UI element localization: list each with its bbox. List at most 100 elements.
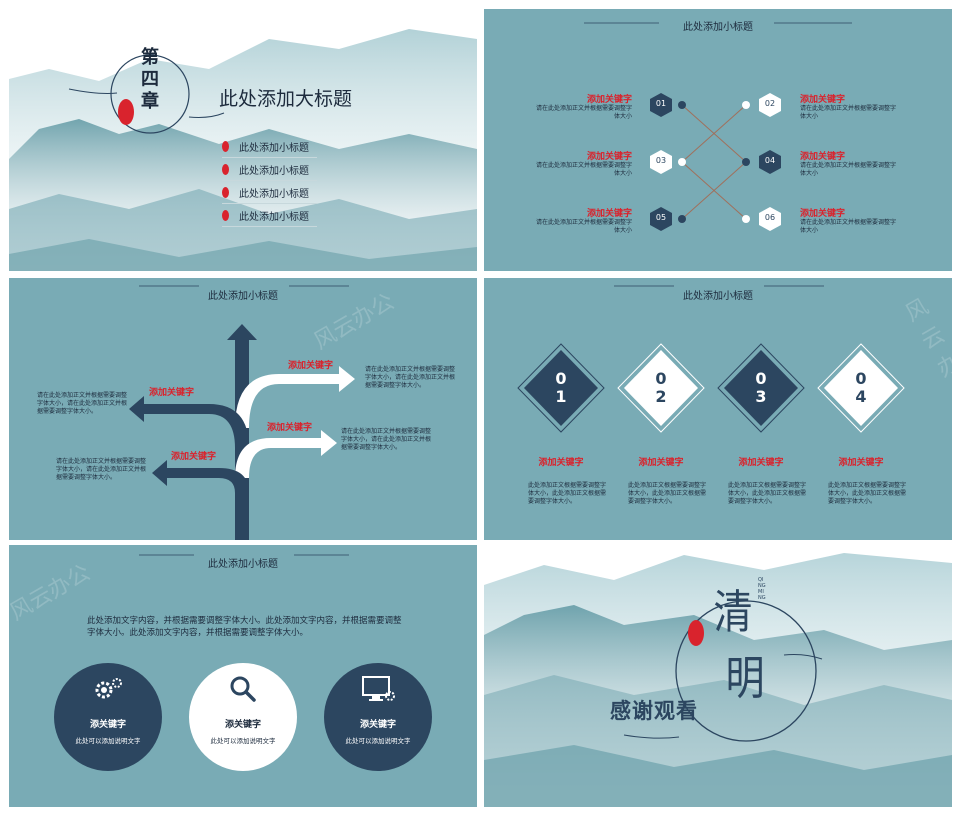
slide-subtitle: 此处添加小标题 <box>683 291 753 302</box>
slide-chapter-cover: 第 四 章 此处添加大标题 此处添加小标题 此处添加小标题 此处添加小标题 此处… <box>9 9 477 271</box>
circle-description: 此处可以添加说明文字 <box>345 737 411 745</box>
chapter-subtitle-list: 此处添加小标题 此处添加小标题 此处添加小标题 此处添加小标题 <box>222 135 317 227</box>
seal-icon <box>222 140 229 152</box>
keyword-label: 添加关键字 <box>586 152 632 162</box>
chapter-title: 此处添加大标题 <box>219 88 353 110</box>
list-item: 此处添加小标题 <box>222 135 317 158</box>
item-description: 此处添加正文根据需要调整字体大小，此处添加正文根据需要调整字体大小。 <box>528 482 607 505</box>
slide-thank-you: 清 明 QING MING 感谢观看 <box>484 545 952 807</box>
chapter-char: 章 <box>141 91 159 112</box>
item-description: 请在此处添加正文并根据需要调整字体大小 <box>535 105 632 120</box>
body-paragraph: 此处添加文字内容，并根据需要调整字体大小。此处添加文字内容，并根据需要调整字体大… <box>87 616 402 638</box>
hexagon-number: 03 <box>655 156 667 165</box>
circle-description: 此处可以添加说明文字 <box>75 737 141 745</box>
hexagon-number: 05 <box>655 213 667 222</box>
keyword-label: 添加关键字 <box>171 452 217 462</box>
slide-hexagon-list: 此处添加小标题 01 02 03 04 05 06 添加关键字 请在此处添加正文… <box>484 9 952 271</box>
seal-icon <box>222 186 229 198</box>
signpost-arrows <box>129 285 355 540</box>
list-item: 添加关键字 请在此处添加正文并根据需要调整字体大小 <box>534 206 632 235</box>
item-description: 请在此处添加正文并根据需要调整字体大小 <box>535 219 632 234</box>
slide-subtitle: 此处添加小标题 <box>208 559 278 570</box>
keyword-label: 添加关键字 <box>800 152 846 162</box>
digit: 1 <box>555 387 567 406</box>
list-item: 添加关键字 请在此处添加正文并根据需要调整字体大小 <box>534 149 632 178</box>
item-description: 此处添加正文根据需要调整字体大小，此处添加正文根据需要调整字体大小。 <box>828 482 907 505</box>
list-item: 添加关键字 请在此处添加正文并根据需要调整字体大小 <box>800 92 900 121</box>
seal-icon <box>222 209 229 221</box>
subtitle-item-label: 此处添加小标题 <box>239 188 309 200</box>
diamond-diagram <box>517 285 905 433</box>
subtitle-item-label: 此处添加小标题 <box>239 211 309 223</box>
chapter-char: 第 <box>141 47 159 68</box>
monitor-icon <box>362 676 396 704</box>
list-item: 添加关键字 请在此处添加正文并根据需要调整字体大小 <box>534 92 632 121</box>
item-description: 请在此处添加正文并根据需要调整字体大小 <box>800 219 897 234</box>
circle-description: 此处可以添加说明文字 <box>210 737 276 745</box>
thank-you-title: 感谢观看 <box>610 699 698 723</box>
digit: 0 <box>755 369 767 388</box>
ink-mountains-background <box>9 29 477 271</box>
ink-mountains-background <box>484 553 952 807</box>
slide-signpost: 风云办公 此处添加小标题 添加关键字 请在此处添加正文并根据需要调整字体大小，请… <box>9 278 477 540</box>
keyword-label: 添加关键字 <box>638 458 684 468</box>
item-description: 此处添加正文根据需要调整字体大小，此处添加正文根据需要调整字体大小。 <box>728 482 807 505</box>
hexagon-number: 04 <box>764 156 776 165</box>
list-item: 此处添加小标题 <box>222 158 317 181</box>
subtitle-item-label: 此处添加小标题 <box>239 142 309 154</box>
gears-icon <box>93 676 125 702</box>
list-item: 添加关键字 请在此处添加正文并根据需要调整字体大小 <box>800 149 900 178</box>
list-item: 添加关键字 请在此处添加正文并根据需要调整字体大小 <box>800 206 900 235</box>
circle-keyword: 添关键字 <box>224 720 261 730</box>
branch-description: 请在此处添加正文并根据需要调整字体大小，请在此处添加正文并根据需要调整字体大小。 <box>365 366 456 389</box>
digit: 0 <box>555 369 567 388</box>
keyword-label: 添加关键字 <box>267 423 313 433</box>
keyword-label: 添加关键字 <box>288 361 334 371</box>
list-item: 此处添加小标题 <box>222 204 317 227</box>
keyword-label: 添加关键字 <box>586 95 632 105</box>
item-description: 此处添加正文根据需要调整字体大小，此处添加正文根据需要调整字体大小。 <box>628 482 707 505</box>
seal-icon <box>222 163 229 175</box>
keyword-label: 添加关键字 <box>538 458 584 468</box>
slide-subtitle: 此处添加小标题 <box>683 22 753 33</box>
branch-description: 请在此处添加正文并根据需要调整字体大小，请在此处添加正文并根据需要调整字体大小。 <box>56 458 147 481</box>
circle-shapes <box>54 554 432 771</box>
calligraphy-ming: 明 <box>725 651 765 705</box>
keyword-label: 添加关键字 <box>738 458 784 468</box>
keyword-label: 添加关键字 <box>800 95 846 105</box>
keyword-label: 添加关键字 <box>149 388 195 398</box>
hexagon-number: 01 <box>655 99 667 108</box>
circle-keyword: 添关键字 <box>89 720 126 730</box>
slide-three-circles: 风云办公 此处添加小标题 此处添加文字内容，并根据需要调整字体大小。此处添加文字… <box>9 545 477 807</box>
chapter-char: 四 <box>141 69 159 90</box>
digit: 0 <box>655 369 667 388</box>
keyword-label: 添加关键字 <box>838 458 884 468</box>
slide-subtitle: 此处添加小标题 <box>208 291 278 302</box>
pinyin-label: QING MING <box>758 577 766 601</box>
branch-description: 请在此处添加正文并根据需要调整字体大小，请在此处添加正文并根据需要调整字体大小。 <box>341 428 432 451</box>
digit: 4 <box>855 387 867 406</box>
hexagon-diagram <box>584 22 852 231</box>
branch-description: 请在此处添加正文并根据需要调整字体大小，请在此处添加正文并根据需要调整字体大小。 <box>37 392 128 415</box>
chapter-label: 第 四 章 <box>138 47 162 113</box>
item-description: 请在此处添加正文并根据需要调整字体大小 <box>800 105 897 120</box>
magnifier-icon <box>229 675 257 703</box>
item-description: 请在此处添加正文并根据需要调整字体大小 <box>535 162 632 177</box>
keyword-label: 添加关键字 <box>800 209 846 219</box>
hexagon-number: 06 <box>764 213 776 222</box>
calligraphy-qing: 清 <box>713 585 753 639</box>
digit: 0 <box>855 369 867 388</box>
item-description: 请在此处添加正文并根据需要调整字体大小 <box>800 162 897 177</box>
circle-keyword: 添关键字 <box>359 720 396 730</box>
keyword-label: 添加关键字 <box>586 209 632 219</box>
digit: 3 <box>755 387 767 406</box>
subtitle-item-label: 此处添加小标题 <box>239 165 309 177</box>
hexagon-number: 02 <box>764 99 776 108</box>
digit: 2 <box>655 387 667 406</box>
list-item: 此处添加小标题 <box>222 181 317 204</box>
